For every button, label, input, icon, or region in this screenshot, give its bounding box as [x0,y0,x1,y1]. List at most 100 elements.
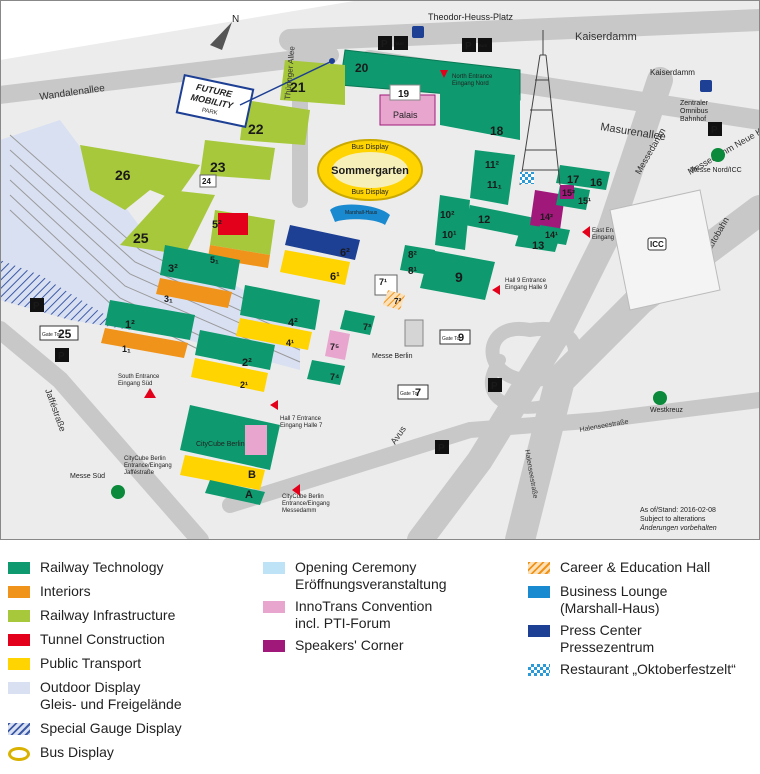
hall-1-2[interactable] [105,300,195,340]
legend-business-lounge: Business Lounge (Marshall-Haus) [528,583,667,617]
legend-label: Railway Infrastructure [40,607,176,623]
hall-9[interactable] [420,250,495,300]
hall-16-17[interactable] [556,165,610,190]
parking-icon-3-letter: P [33,301,40,312]
hall-25[interactable] [120,190,215,255]
legend-swatch [528,562,550,574]
hall-10[interactable] [435,195,470,250]
hall-2-1[interactable] [191,358,268,392]
hall-7-5[interactable] [325,330,350,360]
hall-label-8-1: 8¹ [408,266,418,277]
hall-label-5-2: 5² [212,219,222,231]
bus-display-label-bottom: Bus Display [352,189,389,196]
hall-label-13: 13 [532,240,544,252]
legend-swatch [8,634,30,646]
hall-5-1[interactable] [208,245,270,268]
sbahn-messe-nord-icon [711,148,725,162]
legend-label: Special Gauge Display [40,720,182,736]
hall-label-2-1: 2¹ [240,380,248,390]
hall-6-1[interactable] [280,250,350,285]
hall-21[interactable] [280,60,345,105]
hall-label-23: 23 [210,159,226,175]
legend-interiors: Interiors [8,583,91,600]
legend-label: Business Lounge (Marshall-Haus) [560,583,668,616]
sommergarten-label: Sommergarten [331,165,409,177]
date-note-line3: Änderungen vorbehalten [639,524,717,532]
hall-7-4[interactable] [307,360,345,385]
hall-14-2[interactable] [530,190,565,230]
hall-14-1[interactable] [536,225,570,245]
hall-11[interactable] [470,150,515,205]
hall-label-6-1: 6¹ [330,271,340,283]
hall-label-1-1: 1₁ [122,344,131,354]
north-arrow: N [210,14,239,50]
hall-23[interactable] [200,140,275,180]
legend-label: Speakers' Corner [295,637,404,653]
hall-6-2[interactable] [285,225,360,260]
parking-icon-3 [30,298,44,312]
hall-2-2[interactable] [195,330,275,370]
hall-label-17: 17 [567,174,579,186]
citycube-messe-entrance-line2: Entrance/Eingang [282,501,330,507]
legend-label: Tunnel Construction [40,631,165,647]
hall-label-11-2: 11² [485,160,500,171]
legend-swatch [8,658,30,670]
hall-b[interactable] [180,455,265,490]
station-messe-sued: Messe Süd [70,473,105,480]
hall-label-14-1: 14¹ [545,230,558,240]
palais-label: Palais [393,110,418,120]
legend-label: Restaurant „Oktoberfestzelt“ [560,661,736,677]
taxi-icon [394,36,408,50]
hall-label-18: 18 [490,124,504,138]
parking-icon-2 [462,38,476,52]
legend-label: Public Transport [40,655,142,671]
hall-18[interactable] [440,80,520,140]
taxi-icon-text: TAXI [395,41,404,46]
hall-3-1[interactable] [156,278,232,308]
hall-label-6-2: 6² [340,247,350,259]
hall-1-1[interactable] [101,328,188,358]
legend-swatch [8,610,30,622]
bus-icon-text: BUS [479,43,488,48]
gate-9-label: 9 [458,332,464,344]
legend-railway-technology: Railway Technology [8,559,163,576]
legend-swatch [528,664,550,676]
ubahn-theodor-heuss-icon [412,26,424,38]
sbahn-messe-sued-icon [111,485,125,499]
parking-icon-5 [708,122,722,136]
hall-4-1[interactable] [236,318,312,350]
hall-a[interactable] [205,480,265,505]
parking-icon-4 [55,348,69,362]
hall-label-1-2: 1² [125,319,135,331]
oktoberfest-restaurant [520,172,534,184]
east-entrance-line2: Eingang Ost [592,235,625,241]
hall7-entrance-line1: Hall 7 Entrance [280,416,322,422]
hall-label-4-2: 4² [288,317,298,329]
hall-19[interactable] [389,84,421,101]
citycube-level3[interactable] [245,425,267,455]
hall-4-2[interactable] [240,285,320,330]
zob-line3: Bahnhof [680,116,706,123]
hall-7-3[interactable] [340,310,375,335]
station-kaiserdamm: Kaiserdamm [650,68,695,77]
future-mobility-line3: PARK [201,108,218,117]
hall-7-2[interactable] [383,290,405,310]
gate7-word: Gate Tor [400,391,419,397]
parking-icon-5-letter: P [711,125,718,136]
hall-3-2[interactable] [160,245,240,290]
date-note-line2: Subject to alterations [640,516,706,523]
hall-22[interactable] [240,100,310,145]
entrances: North Entrance Eingang Nord East Entranc… [118,70,630,514]
citycube-jaffe-entrance-line1: CityCube Berlin [124,456,166,462]
hall-24[interactable] [199,174,217,188]
exhibition-site-map: Sommergarten Bus Display Bus Display Mar… [0,0,760,540]
south-entrance-line1: South Entrance [118,374,160,380]
station-messe-nord: Messe Nord/ICC [690,167,742,174]
legend-label: Railway Technology [40,559,164,575]
hall-7-1[interactable] [374,274,398,296]
legend-swatch [8,747,30,761]
special-gauge-area [0,260,130,330]
legend-innotrans-convention: InnoTrans Convention incl. PTI-Forum [263,598,432,632]
gate9-word: Gate Tor [442,336,461,342]
hall-label-a: A [245,489,253,501]
